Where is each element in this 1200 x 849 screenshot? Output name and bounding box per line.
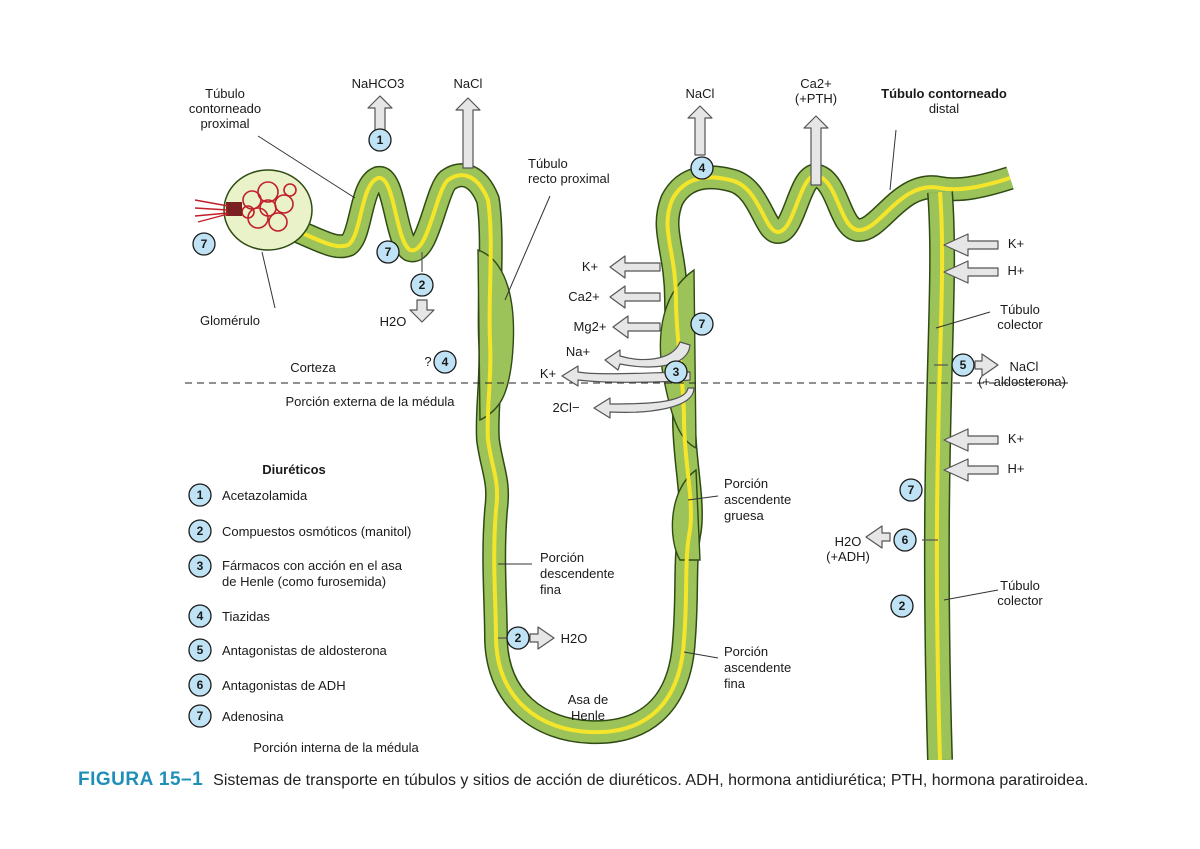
svg-text:7: 7 [908,483,915,497]
site-badge: 3 [664,360,688,384]
svg-text:5: 5 [960,358,967,372]
legend-badge: 4 [188,604,212,628]
label-h2o-left: H2O [380,314,407,329]
svg-text:4: 4 [442,355,449,369]
svg-text:7: 7 [197,709,204,723]
site-badge: 2 [890,594,914,618]
svg-text:3: 3 [197,559,204,573]
site-badge: 4 [690,156,714,180]
legend-badge: 5 [188,638,212,662]
label-nacl-left: NaCl [454,76,483,91]
svg-text:2: 2 [515,631,522,645]
site-badge: 5 [951,353,975,377]
label-k-right2: K+ [1008,431,1024,446]
legend-label: Compuestos osmóticos (manitol) [222,524,411,539]
glomerulus [194,169,313,251]
label-k-left: K+ [582,259,598,274]
label-h-right1: H+ [1008,263,1025,278]
site-badge: 7 [899,478,923,502]
legend-label: Adenosina [222,709,284,724]
legend-badge: 7 [188,704,212,728]
svg-text:6: 6 [197,678,204,692]
label-corteza: Corteza [290,360,336,375]
legend-label: Antagonistas de aldosterona [222,643,388,658]
site-badge: 2 [410,273,434,297]
label-h-right2: H+ [1008,461,1025,476]
label-na-left: Na+ [566,344,590,359]
legend-badge: 3 [188,554,212,578]
legend-label: Acetazolamida [222,488,308,503]
site-badge: 1 [368,128,392,152]
site-badge: 7 [376,240,400,264]
legend-badge: 1 [188,483,212,507]
svg-text:7: 7 [385,245,392,259]
caption-text: Sistemas de transporte en túbulos y siti… [213,772,1089,789]
legend-label: de Henle (como furosemida) [222,574,386,589]
svg-text:7: 7 [699,317,706,331]
site-badge: 2 [506,626,530,650]
legend-badge: 2 [188,519,212,543]
svg-text:4: 4 [197,609,204,623]
svg-text:5: 5 [197,643,204,657]
label-medula-ext: Porción externa de la médula [285,394,455,409]
legend-title: Diuréticos [262,462,326,477]
site-badge: 7 [690,312,714,336]
nephron-tubule [285,163,1014,760]
label-k-left2: K+ [540,366,556,381]
label-medula-int: Porción interna de la médula [253,740,419,755]
legend-label: Fármacos con acción en el asa [222,558,403,573]
label-ca-pth: Ca2+(+PTH) [795,76,837,106]
legend-label: Tiazidas [222,609,270,624]
svg-text:3: 3 [673,365,680,379]
label-nahco3: NaHCO3 [352,76,405,91]
label-question: ? [424,354,431,369]
leader-lines [257,129,999,659]
legend-label: Antagonistas de ADH [222,678,346,693]
svg-text:7: 7 [201,237,208,251]
site-badges: 1 2 4 7 7 4 7 3 5 7 6 2 2 [192,128,975,650]
label-cl-left: 2Cl− [552,400,579,415]
label-ca-left: Ca2+ [568,289,599,304]
label-nacl-right: NaCl [686,86,715,101]
site-badge: 6 [893,528,917,552]
svg-text:4: 4 [699,161,706,175]
label-h2o-henle: H2O [561,631,588,646]
svg-text:6: 6 [902,533,909,547]
svg-text:2: 2 [419,278,426,292]
svg-text:2: 2 [197,524,204,538]
figure-caption: FIGURA 15–1 Sistemas de transporte en túb… [78,769,1178,791]
svg-text:1: 1 [197,488,204,502]
label-h2o-adh: H2O(+ADH) [826,534,870,564]
label-nacl-aldo: NaCl(+ aldosterona) [978,359,1066,389]
label-k-right1: K+ [1008,236,1024,251]
svg-text:1: 1 [377,133,384,147]
label-glomerulo: Glomérulo [200,313,260,328]
site-badge: 4 [433,350,457,374]
svg-text:2: 2 [899,599,906,613]
diuretics-legend: Diuréticos 1 Acetazolamida 2 Compuestos … [188,462,411,728]
legend-badge: 6 [188,673,212,697]
transport-arrows [367,95,999,650]
figure-number: FIGURA 15–1 [78,769,204,790]
site-badge: 7 [192,232,216,256]
label-mg-left: Mg2+ [574,319,607,334]
